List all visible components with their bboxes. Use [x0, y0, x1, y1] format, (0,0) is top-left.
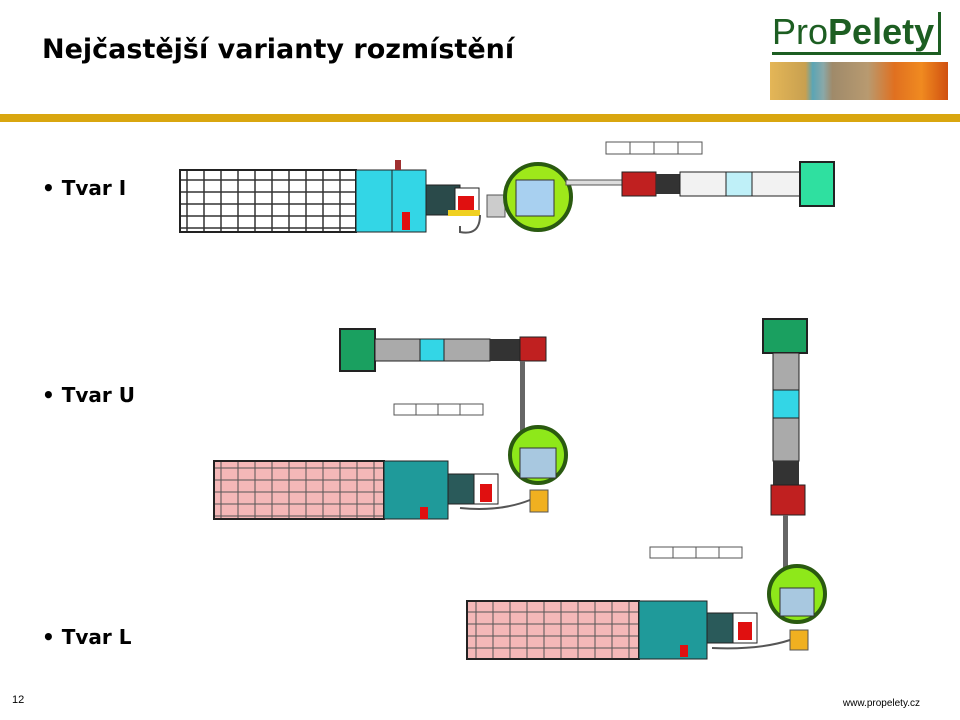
bullet-tvar-l: • Tvar L	[42, 625, 132, 649]
header-divider	[0, 114, 960, 122]
logo-photo-strip	[770, 62, 948, 100]
bullet-tvar-u: • Tvar U	[42, 383, 135, 407]
page-number: 12	[12, 694, 25, 706]
propelety-logo: ProPelety	[768, 12, 950, 100]
layout-shape-u	[213, 328, 568, 520]
bullet-tvar-i: • Tvar I	[42, 176, 127, 200]
layout-shape-i	[179, 141, 835, 234]
layout-shape-l	[466, 318, 827, 660]
logo-pro: Pro	[772, 11, 829, 52]
logo-pelety: Pelety	[828, 11, 935, 52]
website-link[interactable]: www.propelety.cz	[842, 698, 920, 709]
slide-title: Nejčastější varianty rozmístění	[42, 34, 515, 65]
